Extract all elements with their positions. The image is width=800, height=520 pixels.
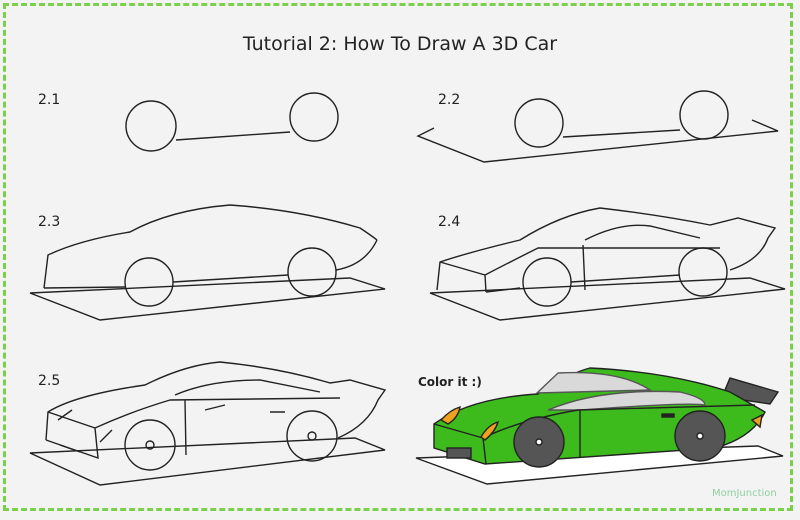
step-2-5-drawing [29,361,387,486]
step-color-drawing [415,367,784,485]
watermark-logo: MomJunction [712,488,777,499]
step-label-color: Color it :) [418,375,482,389]
step-2-4-drawing [429,207,786,321]
step-label-2-4: 2.4 [438,214,461,230]
step-label-2-2: 2.2 [438,92,461,108]
step-label-2-5: 2.5 [38,373,61,389]
page-title: Tutorial 2: How To Draw A 3D Car [242,33,558,55]
step-label-2-1: 2.1 [38,92,61,108]
step-2-2-drawing [416,90,779,163]
step-label-2-3: 2.3 [38,214,61,230]
step-2-1-drawing [125,92,339,152]
step-2-3-drawing [29,204,386,321]
decorative-border [3,3,793,511]
